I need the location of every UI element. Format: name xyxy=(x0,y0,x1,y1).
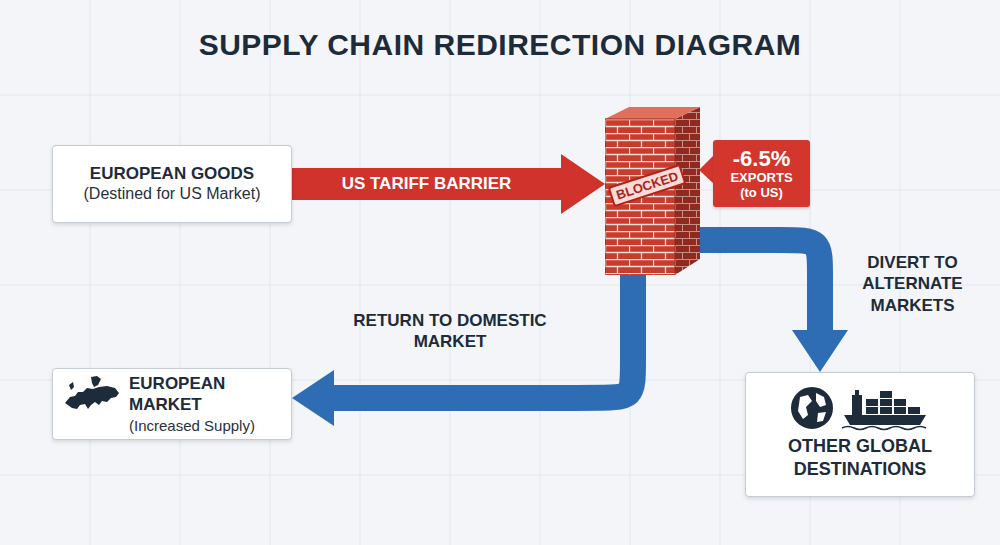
tariff-wall: BLOCKED xyxy=(605,105,700,275)
domestic-market-box: EUROPEAN MARKET(Increased Supply) xyxy=(52,368,292,440)
node-text: OTHER GLOBAL DESTINATIONS xyxy=(756,435,964,480)
node-text: (Destined for US Market) xyxy=(84,184,261,205)
node-text: EUROPEAN GOODS xyxy=(90,163,254,184)
arrow-band xyxy=(334,275,633,398)
ship-icon xyxy=(844,390,926,425)
europe-map-icon xyxy=(61,375,121,411)
node-text: EUROPEAN MARKET xyxy=(129,373,283,416)
arrow-band xyxy=(292,154,605,214)
arrow-head xyxy=(292,370,334,426)
destination-box: OTHER GLOBAL DESTINATIONS xyxy=(745,372,975,497)
edge-label: RETURN TO DOMESTIC MARKET xyxy=(345,310,555,353)
node-text: EXPORTS (to US) xyxy=(722,171,802,201)
node-text: -6.5% xyxy=(717,146,806,171)
arrow-head xyxy=(792,330,848,372)
flow-arrow xyxy=(700,240,848,372)
diagram-title: SUPPLY CHAIN REDIRECTION DIAGRAM xyxy=(0,28,1000,62)
edge-label: DIVERT TO ALTERNATE MARKETS xyxy=(845,252,980,316)
source-box: EUROPEAN GOODS(Destined for US Market) xyxy=(52,145,292,223)
edge-label: US TARIFF BARRIER xyxy=(342,173,512,194)
flow-arrow xyxy=(292,275,633,426)
node-text: (Increased Supply) xyxy=(129,416,283,436)
globe-icon xyxy=(792,388,832,428)
flow-arrow xyxy=(292,154,605,214)
callout-pointer xyxy=(699,155,714,184)
arrow-band xyxy=(700,240,820,330)
globe-ship-icons xyxy=(786,385,936,431)
export-callout: -6.5%EXPORTS (to US) xyxy=(713,140,810,207)
